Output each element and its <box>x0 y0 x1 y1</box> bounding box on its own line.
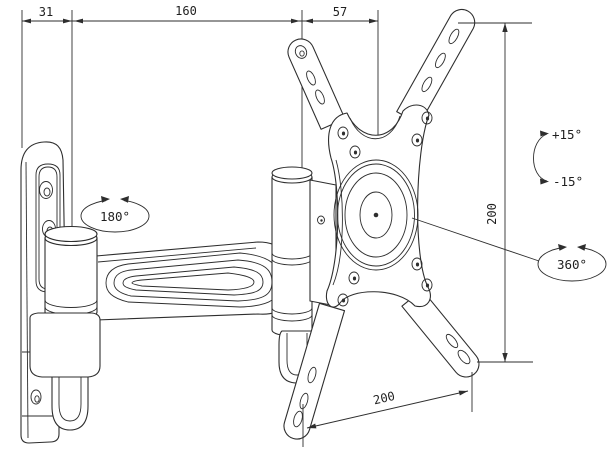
vesa-screw-holes <box>337 111 433 307</box>
vesa-arm-bottom-left <box>283 302 346 440</box>
wall-pivot-joint <box>29 225 101 431</box>
vesa-plate <box>325 104 433 308</box>
rotation-360-label: 360° <box>557 257 587 272</box>
wall-plate-foot-hole <box>30 389 42 405</box>
vesa-boss <box>359 191 393 239</box>
dim-wall-plate-depth-label: 31 <box>39 5 53 19</box>
vesa-arm-bottom-right <box>401 289 480 378</box>
dim-plate-to-vesa-label: 57 <box>333 5 347 19</box>
pivot1-stub <box>51 376 89 431</box>
tilt-down-label: -15° <box>553 174 583 189</box>
tilt-annotation: +15° -15° <box>533 127 583 189</box>
vesa-strap-arms <box>283 9 480 440</box>
swivel-arm <box>95 241 293 321</box>
leader-line <box>411 217 540 262</box>
swivel-180-label: 180° <box>100 209 130 224</box>
top-dimension-chain: 31 160 57 <box>22 4 378 24</box>
vesa-height-dimension: 200 <box>458 22 533 363</box>
pivot1-cap <box>44 225 98 243</box>
vesa-outer-ring <box>333 159 419 271</box>
vesa-pivot-joint <box>271 166 337 384</box>
dim-vesa-width-label: 200 <box>372 389 396 408</box>
pivot1-collar <box>29 312 101 378</box>
vesa-mid-ring <box>344 172 408 258</box>
vesa-center-hole <box>373 212 379 218</box>
pivot2-cap <box>271 166 313 180</box>
rotation-360-annotation: 360° <box>411 217 607 282</box>
wall-plate-hole-upper <box>39 181 53 199</box>
dim-vesa-height-label: 200 <box>485 203 499 225</box>
tilt-up-label: +15° <box>552 127 582 142</box>
swivel-180-annotation: 180° <box>80 196 150 233</box>
vesa-arm-top-left <box>287 38 346 130</box>
dimension-extension-lines <box>21 10 379 230</box>
dim-arm-length-label: 160 <box>175 4 197 18</box>
vesa-width-dimension: 200 <box>302 372 473 447</box>
